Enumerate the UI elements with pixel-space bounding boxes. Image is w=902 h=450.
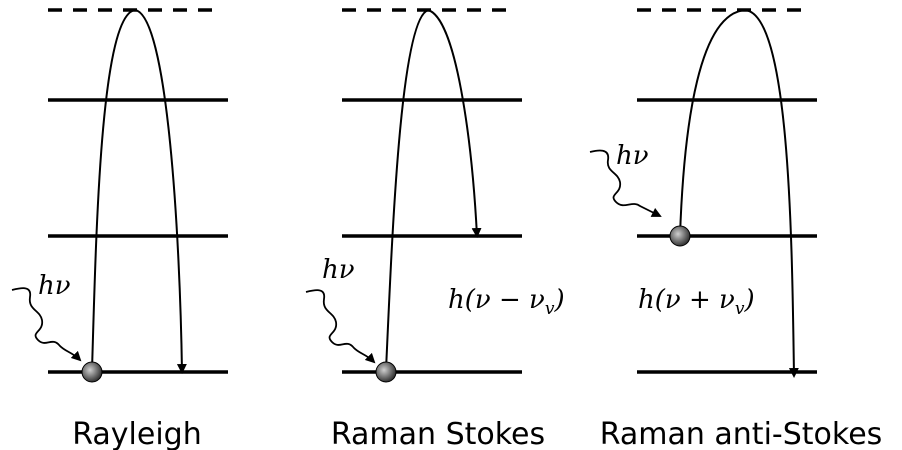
caption-raman-anti-stokes: Raman anti-Stokes (600, 417, 883, 450)
excitation-emission-arrow (385, 8, 482, 371)
wavy-arrow-icon (305, 289, 376, 364)
wavy-arrow-icon (11, 287, 82, 362)
photon-label: hν (616, 141, 649, 171)
scattered-energy-label: h(ν − νv) (448, 285, 565, 319)
excitation-emission-arrow (91, 8, 187, 374)
electron-icon (81, 361, 103, 383)
electron-icon (375, 361, 397, 383)
excitation-emission-arrow (679, 8, 799, 378)
caption-raman-stokes: Raman Stokes (331, 417, 545, 450)
caption-rayleigh: Rayleigh (72, 417, 202, 450)
scattered-energy-label: h(ν + νv) (638, 285, 755, 319)
panel-raman-anti-stokes: hν h(ν + νv) (589, 8, 817, 378)
panel-rayleigh: hν (11, 8, 228, 383)
wavy-arrow-icon (589, 149, 662, 217)
photon-label: hν (322, 255, 355, 285)
electron-icon (669, 225, 691, 247)
panel-raman-stokes: hν h(ν − νv) (305, 8, 565, 383)
photon-label: hν (38, 271, 71, 301)
